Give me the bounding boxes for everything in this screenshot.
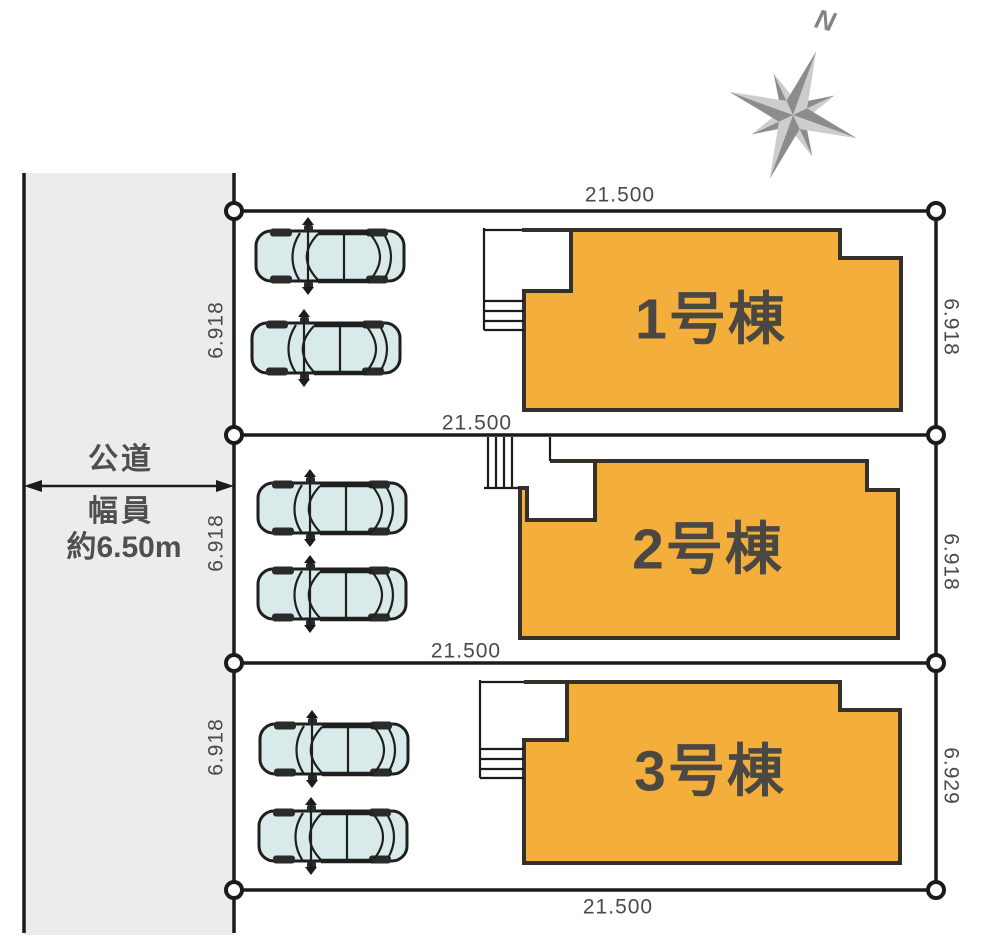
building-3-footprint: [522, 680, 902, 865]
building-1-footprint: [522, 228, 903, 412]
building-1: [482, 228, 903, 412]
road-name-label: 公道: [88, 443, 154, 476]
building-3-entry-steps: [480, 747, 524, 780]
building-2-label: 2号棟: [632, 517, 784, 582]
plot-boundaries: [234, 209, 938, 892]
building-2: [484, 437, 900, 640]
dim-plot3-east: 6.929: [939, 747, 963, 805]
dim-plot3-north: 21.500: [430, 639, 502, 663]
dim-plot1-north: 21.500: [584, 183, 656, 207]
dim-plot3-south: 21.500: [582, 895, 654, 919]
building-2-entry-steps: [484, 437, 520, 490]
car-icon: [258, 555, 406, 633]
compass-rose-icon: [729, 51, 857, 179]
building-2-footprint: [518, 459, 900, 640]
car-icon: [252, 309, 400, 387]
building-3-label: 3号棟: [634, 739, 786, 804]
dim-plot1-west: 6.918: [204, 301, 228, 359]
building-1-label: 1号棟: [635, 287, 787, 352]
road-width-arrow: [24, 480, 234, 492]
dim-plot2-west: 6.918: [204, 514, 228, 572]
car-icon: [256, 217, 404, 295]
car-icon: [258, 469, 406, 547]
road-width-value: 約6.50m: [66, 531, 182, 564]
boundary-markers: [224, 201, 946, 900]
dim-plot2-north: 21.500: [441, 411, 513, 435]
car-icon: [259, 797, 407, 875]
car-icon: [260, 710, 408, 788]
road-area: [24, 173, 234, 935]
building-1-entry-steps: [484, 299, 524, 332]
dim-plot2-east: 6.918: [939, 533, 963, 591]
building-3: [478, 680, 902, 865]
dim-plot3-west: 6.918: [204, 718, 228, 776]
road-width-caption: 幅員: [88, 495, 154, 528]
dim-plot1-east: 6.918: [939, 298, 963, 356]
